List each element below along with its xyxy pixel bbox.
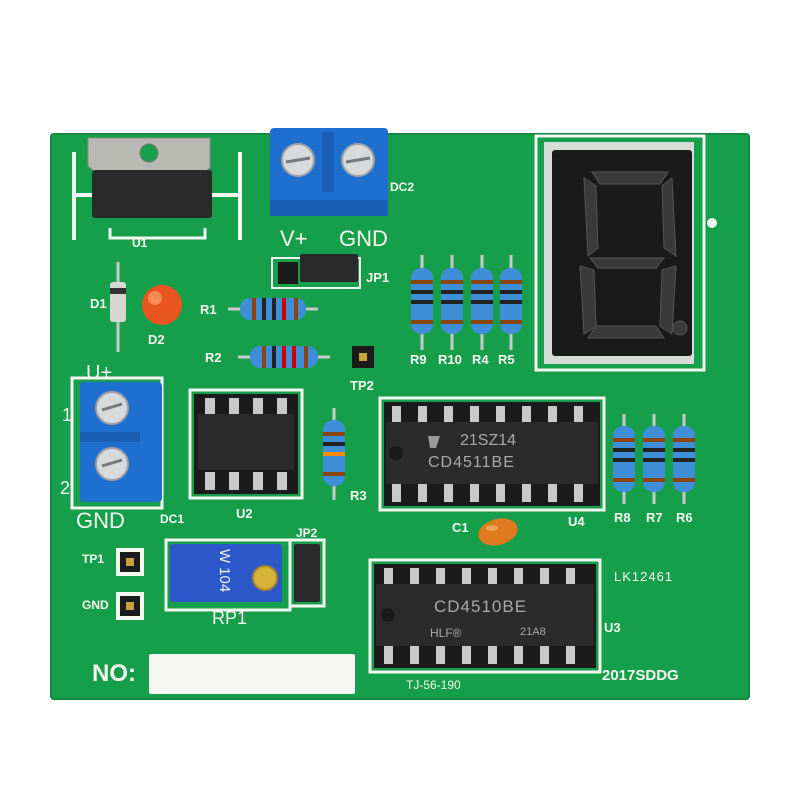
label-r3: R3	[350, 488, 367, 503]
led-d2	[142, 285, 182, 325]
label-u1: U1	[132, 236, 148, 250]
label-tj: TJ-56-190	[406, 678, 461, 692]
label-dc1: DC1	[160, 512, 185, 526]
label-v-plus: V+	[280, 226, 308, 251]
label-tp2: TP2	[350, 378, 374, 393]
ic-u3	[368, 558, 602, 674]
resistor-r3	[323, 408, 345, 500]
label-r5: R5	[498, 352, 515, 367]
u3-marking-line3: 21A8	[520, 626, 546, 638]
label-jp2: JP2	[296, 526, 318, 540]
potentiometer-rp1	[164, 538, 292, 612]
label-c1: C1	[452, 520, 469, 535]
resistor-r1	[228, 298, 318, 320]
label-r7: R7	[646, 510, 663, 525]
label-dc2: DC2	[390, 180, 415, 194]
u4-marking-line1: 21SZ14	[460, 432, 517, 449]
label-r4: R4	[472, 352, 489, 367]
label-u-plus: U+	[86, 362, 113, 384]
serial-number-box	[149, 654, 355, 694]
resistors-r9-r10-r4-r5	[411, 255, 522, 350]
ic-u2	[188, 388, 304, 500]
ic-u4	[378, 396, 606, 512]
diode-d1	[110, 262, 126, 352]
mounting-hole	[707, 218, 717, 228]
label-d1: D1	[90, 296, 107, 311]
label-u2: U2	[236, 506, 253, 521]
label-r10: R10	[438, 352, 462, 367]
jumper-jp1	[271, 254, 361, 289]
voltage-regulator-u1	[87, 137, 212, 218]
label-gnd-top: GND	[339, 226, 388, 251]
label-d2: D2	[148, 332, 165, 347]
label-r6: R6	[676, 510, 693, 525]
jumper-jp2	[288, 538, 326, 608]
label-u4: U4	[568, 514, 585, 529]
label-r2: R2	[205, 350, 222, 365]
label-r9: R9	[410, 352, 427, 367]
label-tp1: TP1	[82, 552, 105, 566]
label-year: 2017SDDG	[602, 667, 679, 684]
pot-marking: W 104	[216, 548, 234, 593]
test-point-tp1	[116, 548, 144, 576]
label-no: NO:	[92, 660, 136, 687]
test-point-gnd	[116, 592, 144, 620]
terminal-block-dc1	[70, 376, 164, 510]
label-r8: R8	[614, 510, 631, 525]
label-u3: U3	[604, 620, 621, 635]
resistors-r8-r7-r6	[613, 414, 695, 504]
u3-marking-line1: CD4510BE	[434, 597, 528, 616]
capacitor-c1	[478, 518, 518, 546]
label-rp1: RP1	[212, 608, 248, 628]
terminal-block-dc2	[270, 128, 388, 216]
u3-marking-line2: HLF®	[430, 626, 462, 640]
label-gnd-tp: GND	[82, 598, 109, 612]
label-r1: R1	[200, 302, 217, 317]
label-pin1: 1	[62, 405, 73, 425]
resistor-r2	[238, 346, 330, 368]
test-point-tp2	[352, 346, 374, 368]
u4-marking-line2: CD4511BE	[428, 454, 515, 471]
label-jp1: JP1	[366, 270, 390, 285]
label-gnd-left: GND	[76, 508, 125, 533]
seven-segment-display	[534, 134, 706, 372]
label-pin2: 2	[60, 478, 71, 498]
label-lk: LK12461	[614, 569, 674, 584]
